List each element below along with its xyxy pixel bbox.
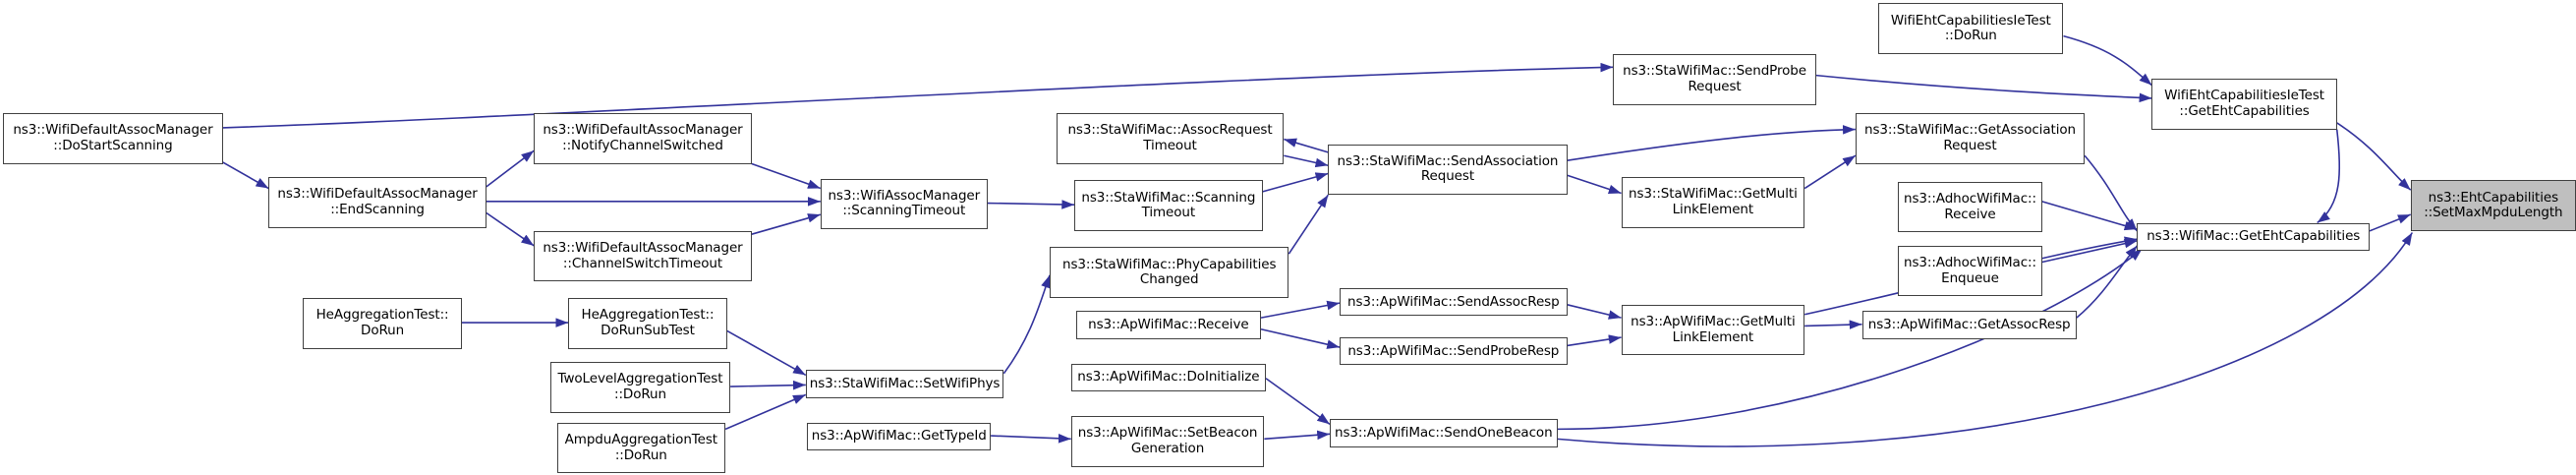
call-graph-node[interactable]: ns3::StaWifiMac::GetAssociation Request — [1855, 112, 2086, 164]
call-edge — [2041, 238, 2138, 264]
call-graph-node[interactable]: AmpduAggregationTest ::DoRun — [556, 422, 726, 474]
call-graph-node[interactable]: ns3::WifiMac::GetEhtCapabilities — [2137, 222, 2371, 251]
call-graph-node[interactable]: HeAggregationTest:: DoRunSubTest — [568, 298, 727, 349]
call-edge — [2076, 245, 2139, 319]
call-edge — [1002, 274, 1051, 375]
call-graph-node[interactable]: ns3::AdhocWifiMac:: Receive — [1898, 181, 2042, 233]
call-graph-node[interactable]: ns3::ApWifiMac::SendProbeResp — [1339, 337, 1568, 366]
call-graph-node[interactable]: HeAggregationTest:: DoRun — [303, 298, 462, 349]
call-graph-node[interactable]: WifiEhtCapabilitiesIeTest ::GetEhtCapabi… — [2151, 78, 2337, 130]
call-edge — [730, 380, 806, 390]
call-edge — [1260, 327, 1341, 349]
call-edge — [222, 62, 1614, 129]
call-edge — [1284, 138, 1329, 153]
call-graph-node[interactable]: ns3::ApWifiMac::Receive — [1075, 311, 1261, 339]
call-graph-node[interactable]: ns3::WifiDefaultAssocManager ::EndScanni… — [268, 176, 487, 228]
call-edge — [486, 149, 535, 188]
call-edge — [2317, 129, 2341, 224]
call-graph-node[interactable]: ns3::StaWifiMac::AssocRequest Timeout — [1056, 112, 1285, 164]
call-graph-node[interactable]: ns3::ApWifiMac::SetBeacon Generation — [1070, 416, 1265, 467]
call-graph-node[interactable]: ns3::StaWifiMac::Scanning Timeout — [1074, 180, 1263, 231]
call-graph-node[interactable]: ns3::WifiDefaultAssocManager ::DoStartSc… — [3, 112, 223, 164]
call-edge — [987, 200, 1075, 209]
call-edge — [1262, 172, 1329, 193]
call-graph-node[interactable]: ns3::WifiAssocManager ::ScanningTimeout — [820, 178, 988, 230]
call-edge — [1288, 194, 1329, 255]
call-edge — [991, 434, 1071, 444]
call-edge — [1284, 154, 1329, 168]
call-graph-node[interactable]: ns3::ApWifiMac::SendAssocResp — [1339, 288, 1568, 317]
call-edge — [486, 211, 535, 247]
call-graph-node[interactable]: ns3::EhtCapabilities ::SetMaxMpduLength — [2410, 180, 2576, 231]
call-graph-node[interactable]: ns3::ApWifiMac::SendOneBeacon — [1329, 419, 1558, 447]
call-edge — [1557, 248, 2143, 431]
call-edge — [1804, 320, 1862, 329]
call-graph-node[interactable]: ns3::WifiDefaultAssocManager ::ChannelSw… — [534, 230, 752, 282]
call-edge — [1567, 174, 1622, 195]
call-edge — [1265, 378, 1331, 426]
call-edge — [1260, 300, 1341, 319]
call-edge — [1557, 232, 2414, 447]
call-edge — [724, 393, 807, 431]
call-edge — [2041, 201, 2138, 231]
call-edge — [1803, 154, 1857, 190]
call-edge — [1567, 304, 1622, 320]
call-graph-node[interactable]: ns3::StaWifiMac::SendAssociation Request — [1328, 144, 1568, 196]
call-edge — [2084, 154, 2139, 232]
call-graph-node[interactable]: ns3::ApWifiMac::DoInitialize — [1070, 363, 1266, 392]
call-edge — [2369, 213, 2412, 232]
call-graph-node[interactable]: ns3::WifiDefaultAssocManager ::NotifyCha… — [534, 112, 752, 164]
call-edge — [751, 162, 822, 190]
call-graph-node[interactable]: ns3::AdhocWifiMac:: Enqueue — [1898, 245, 2042, 297]
call-edge — [2336, 122, 2412, 191]
call-edge — [222, 161, 269, 190]
call-graph-node[interactable]: ns3::StaWifiMac::GetMulti LinkElement — [1621, 176, 1805, 228]
call-edge — [751, 213, 822, 235]
call-graph-node[interactable]: ns3::ApWifiMac::GetTypeId — [807, 422, 992, 451]
call-edge — [1567, 125, 1856, 162]
call-edge — [1264, 430, 1331, 441]
call-graph-node[interactable]: TwoLevelAggregationTest ::DoRun — [549, 362, 731, 413]
call-graph-node[interactable]: ns3::ApWifiMac::GetMulti LinkElement — [1621, 304, 1805, 356]
call-graph-node[interactable]: ns3::StaWifiMac::SendProbe Request — [1613, 53, 1816, 105]
call-graph-node[interactable]: ns3::StaWifiMac::PhyCapabilities Changed — [1050, 247, 1289, 299]
call-graph-node[interactable]: WifiEhtCapabilitiesIeTest ::DoRun — [1878, 3, 2064, 54]
call-graph-node[interactable]: ns3::StaWifiMac::SetWifiPhys — [805, 370, 1004, 398]
call-edge — [726, 329, 807, 377]
call-graph-node[interactable]: ns3::ApWifiMac::GetAssocResp — [1861, 311, 2077, 339]
call-edge — [1815, 74, 2152, 103]
call-edge — [2063, 34, 2152, 87]
call-edge — [1567, 334, 1622, 347]
